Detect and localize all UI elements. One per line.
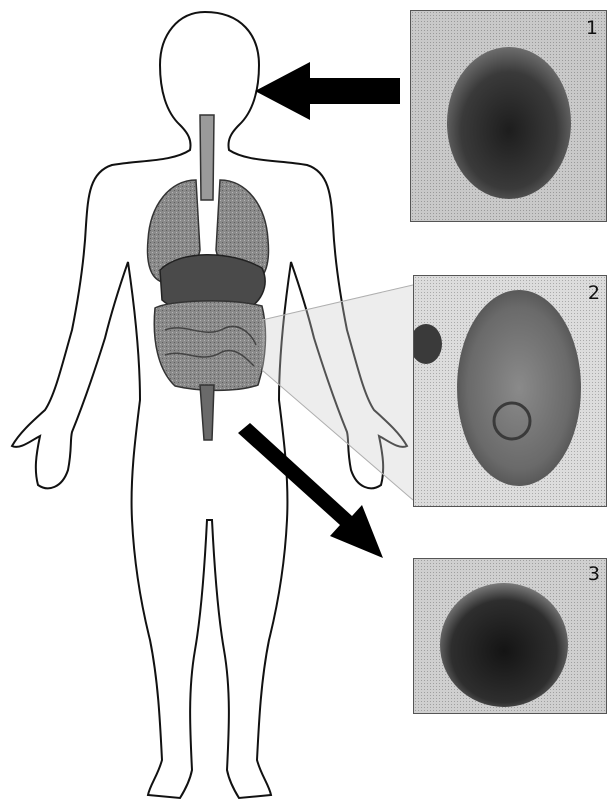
micrograph-panel-2: 2 — [413, 275, 607, 507]
trachea — [200, 115, 214, 200]
arrow-left-icon — [255, 62, 400, 120]
panel-number: 1 — [586, 17, 598, 39]
micrograph-panel-1: 1 — [410, 10, 607, 222]
cell-image-3 — [440, 583, 568, 707]
cell-image-2 — [457, 290, 581, 486]
micrograph-panel-3: 3 — [413, 558, 607, 714]
intestines — [154, 301, 265, 390]
cell-image-1 — [447, 47, 571, 199]
panel-number: 2 — [588, 282, 600, 304]
panel-number: 3 — [588, 563, 600, 585]
